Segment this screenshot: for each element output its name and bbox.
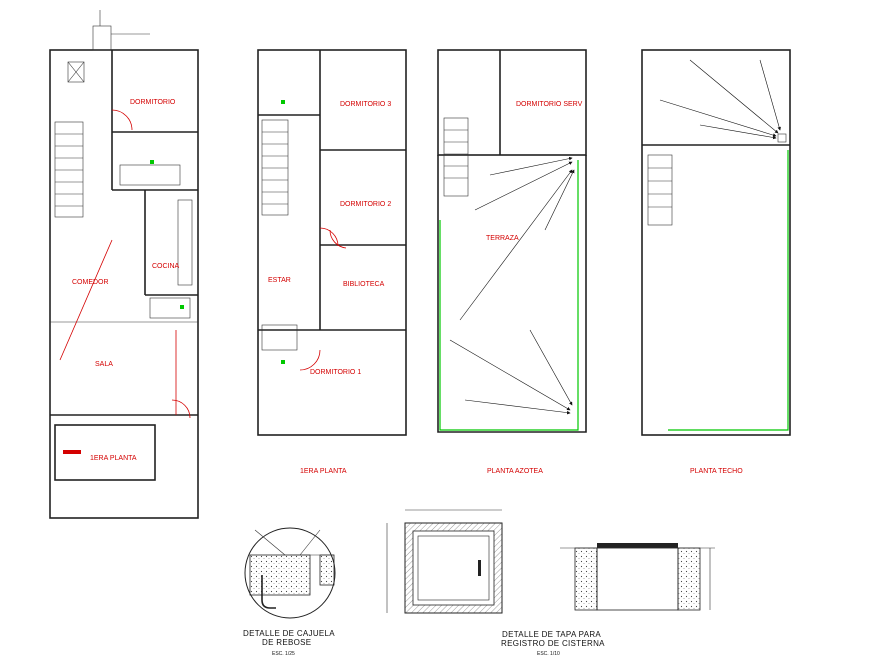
cistern-marker: [63, 450, 81, 454]
room-label-bedroom3: DORMITORIO 3: [340, 101, 391, 108]
valve: [150, 160, 154, 164]
room-label-service-bedroom: DORMITORIO SERV: [516, 101, 583, 108]
roof-parapet: [668, 150, 789, 431]
cover-handle: [478, 560, 481, 576]
roof-drainage-arrows: [659, 59, 781, 140]
detail-cistern-section: [560, 543, 715, 611]
plan1-shaft: [67, 61, 85, 83]
detail-curb-section: [319, 554, 335, 586]
cover-plate: [412, 530, 495, 606]
plan4-outline: [641, 49, 791, 436]
leader-line: [254, 529, 286, 556]
section-wall: [574, 547, 598, 611]
plan4-stair-treads: [648, 167, 672, 208]
cover-inner: [417, 535, 490, 601]
detail2-title-line2: REGISTRO DE CISTERNA: [501, 639, 605, 648]
section-cover: [597, 543, 678, 548]
detail-circle: [244, 527, 336, 619]
roof-drain: [777, 133, 787, 143]
detail-cistern-cover: DETALLE DE TAPA PARA REGISTRO DE CISTERN…: [386, 509, 605, 657]
door-swing: [319, 227, 339, 247]
room-label-dining: COMEDOR: [72, 279, 109, 286]
bathtub: [261, 324, 298, 351]
plan3-stair: [443, 117, 469, 197]
plan1-stair: [54, 121, 84, 218]
valve: [281, 360, 285, 364]
valve: [281, 100, 285, 104]
plan4-stair: [647, 154, 673, 226]
room-label-living: SALA: [95, 361, 113, 368]
room-label-lower: 1ERA PLANTA: [90, 455, 137, 462]
door-swing: [171, 399, 191, 419]
water-pipe: [59, 239, 113, 361]
door-swing: [329, 229, 347, 249]
detail1-title-line1: DETALLE DE CAJUELA: [243, 629, 335, 638]
room-label-estar: ESTAR: [268, 277, 291, 284]
plan2-stair: [261, 119, 289, 216]
detail2-scale: ESC. 1/10: [537, 651, 560, 657]
bath-fixtures: [119, 164, 181, 186]
section-void: [596, 547, 679, 611]
room-label-bedroom1: DORMITORIO 1: [310, 369, 361, 376]
terrace-parapet: [439, 160, 579, 431]
half-bath-fixtures: [149, 297, 191, 319]
detail2-title-line1: DETALLE DE TAPA PARA: [502, 630, 601, 639]
door-swing: [299, 349, 321, 371]
plan3-service-block: [437, 49, 587, 156]
room-label-kitchen: COCINA: [152, 263, 180, 270]
plan-roof: [641, 49, 791, 436]
plan2-stair-treads: [262, 131, 288, 205]
plan-title-roof: PLANTA TECHO: [690, 468, 743, 475]
room-label-terrace: TERRAZA: [486, 235, 519, 242]
plan3-stair-treads: [444, 129, 468, 179]
meter-box: [92, 25, 112, 51]
detail1-scale: ESC. 1/25: [272, 651, 295, 657]
drainage-arrows: [449, 156, 575, 415]
section-wall: [677, 547, 701, 611]
plan3-outline: [437, 155, 587, 433]
plan-title-second-floor: 1ERA PLANTA: [300, 468, 347, 475]
plan-second-floor: DORMITORIO 3 DORMITORIO 2 ESTAR BIBLIOTE…: [257, 49, 407, 436]
overflow-pipe: [261, 575, 276, 609]
detail-wall-section: [249, 554, 311, 596]
kitchen-counter: [177, 199, 193, 286]
leader-line: [299, 529, 321, 556]
plan1-outline: [49, 49, 199, 519]
detail-overflow-box: DETALLE DE CAJUELA DE REBOSE ESC. 1/25: [243, 527, 336, 657]
room-label-bedroom: DORMITORIO: [130, 99, 176, 106]
room-label-library: BIBLIOTECA: [343, 281, 385, 288]
cistern-outline: [54, 424, 156, 481]
room-label-bedroom2: DORMITORIO 2: [340, 201, 391, 208]
door-swing: [111, 109, 133, 131]
plan-roof-terrace: DORMITORIO SERV TERRAZA: [437, 49, 587, 433]
plan1-stair-treads: [55, 133, 83, 207]
plan-first-floor: DORMITORIO COCINA COMEDOR SALA 1ERA PLAN…: [49, 10, 199, 519]
plan2-outline: [257, 49, 407, 436]
detail1-title-line2: DE REBOSE: [262, 638, 311, 647]
valve: [180, 305, 184, 309]
plan-title-roof-terrace: PLANTA AZOTEA: [487, 468, 543, 475]
